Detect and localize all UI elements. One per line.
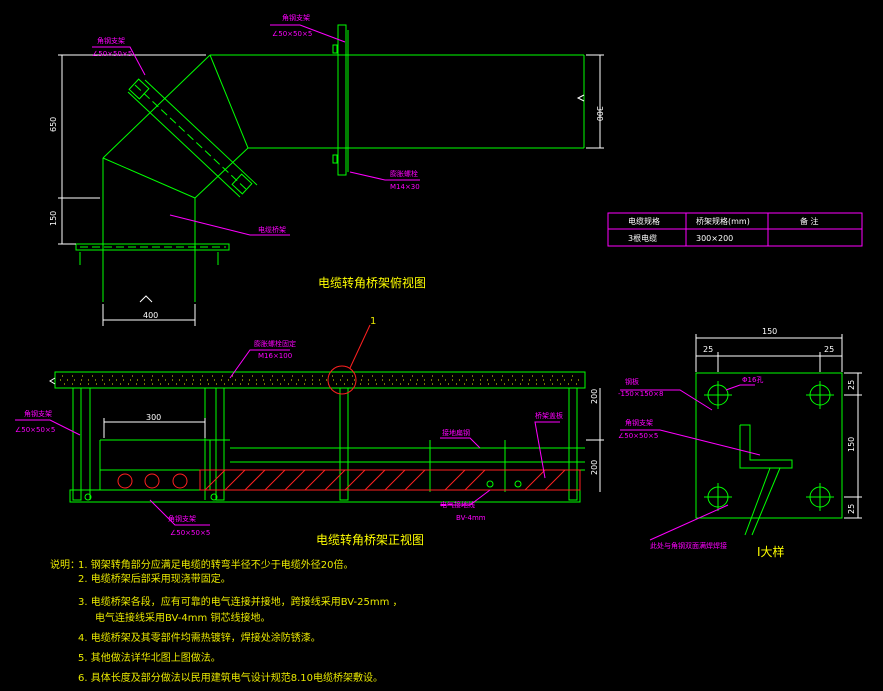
detail-label-angle-spec: ∠50×50×5 <box>618 432 658 440</box>
table-header-note: 备 注 <box>800 216 819 226</box>
front-label-bolt: 膨胀螺栓固定 <box>254 339 296 348</box>
notes-item-1: 1. 钢架转角部分应满足电缆的转弯半径不少于电缆外径20倍。 <box>78 558 353 571</box>
detail-dim-150v: 150 <box>847 437 856 452</box>
table-cell-spec: 300×200 <box>696 234 733 243</box>
plan-label-angle-top-spec: ∠50×50×5 <box>272 30 312 38</box>
front-dim-200b: 200 <box>590 460 599 475</box>
plan-label-bolt-spec: M14×30 <box>390 183 420 191</box>
front-dim-300: 300 <box>146 413 161 422</box>
notes-item-3: 3. 电缆桥架各段，应有可靠的电气连接并接地，跨接线采用BV-25mm ， <box>78 595 403 608</box>
plan-dim-400: 400 <box>143 311 158 320</box>
detail-view: 150 25 25 25 150 25 钢板 -150×150×8 角钢支架 ∠… <box>618 327 862 559</box>
notes-item-5: 5. 其他做法详华北图上图做法。 <box>78 651 221 664</box>
detail-dim-150: 150 <box>762 327 777 336</box>
front-dim-200a: 200 <box>590 389 599 404</box>
notes-heading: 说明： <box>50 558 80 571</box>
front-label-cable-tray: 桥架盖板 <box>535 411 563 420</box>
plan-label-angle-left-spec: ∠50×50×5 <box>92 50 132 58</box>
plan-dim-150: 150 <box>49 211 58 226</box>
notes-item-3b: 电气连接线采用BV-4mm 铜芯线接地。 <box>95 611 270 624</box>
front-label-ground-strip: 接地扁钢 <box>442 428 470 437</box>
front-label-angle-bottom: 角钢支架 <box>168 514 196 523</box>
detail-label-plate: 钢板 <box>625 377 639 386</box>
notes-item-4: 4. 电缆桥架及其零部件均需热镀锌，焊接处涂防锈漆。 <box>78 631 321 644</box>
front-label-angle-left-spec: ∠50×50×5 <box>15 426 55 434</box>
detail-dim-25d: 25 <box>847 504 856 514</box>
front-label-ground-wire: 电气接地线 <box>440 500 475 509</box>
plan-view: 650 150 400 300 角钢支架 ∠50×50×5 角钢支架 ∠50×5… <box>49 13 604 326</box>
detail-title: Ⅰ大样 <box>757 544 785 559</box>
table-header-cable: 电缆规格 <box>628 216 660 226</box>
notes-item-6: 6. 具体长度及部分做法以民用建筑电气设计规范8.10电缆桥架敷设。 <box>78 671 383 684</box>
notes-item-2: 2. 电缆桥架后部采用现浇带固定。 <box>78 572 231 585</box>
detail-label-angle: 角钢支架 <box>625 418 653 427</box>
plan-label-bolt: 膨胀螺栓 <box>390 169 418 178</box>
front-label-angle-bottom-spec: ∠50×50×5 <box>170 529 210 537</box>
front-label-ground-wire-spec: BV-4mm <box>456 514 486 522</box>
front-label-angle-left: 角钢支架 <box>24 409 52 418</box>
plan-label-angle-top: 角钢支架 <box>282 13 310 22</box>
table-cell-cable: 3根电缆 <box>628 233 657 243</box>
front-view-title: 电缆转角桥架正视图 <box>316 532 424 547</box>
plan-view-title: 电缆转角桥架俯视图 <box>318 275 426 290</box>
table-header-spec: 桥架规格(mm) <box>696 216 750 226</box>
detail-dim-25a: 25 <box>703 345 713 354</box>
detail-label-weld: 此处与角钢双面满焊焊接 <box>650 541 727 550</box>
detail-label-plate-spec: -150×150×8 <box>618 390 663 398</box>
front-label-bolt-spec: M16×100 <box>258 352 292 360</box>
plan-dim-300: 300 <box>595 106 604 121</box>
front-view: 1 300 200 200 膨胀螺栓固定 M16×100 角钢支架 ∠50×50… <box>15 316 604 547</box>
detail-label-hole: Φ16孔 <box>742 376 763 384</box>
front-marker: 1 <box>370 316 376 327</box>
plan-label-bridge: 电缆桥架 <box>258 225 286 234</box>
plan-label-angle-left: 角钢支架 <box>97 36 125 45</box>
detail-dim-25c: 25 <box>847 380 856 390</box>
detail-dim-25b: 25 <box>824 345 834 354</box>
notes: 说明： 1. 钢架转角部分应满足电缆的转弯半径不少于电缆外径20倍。 2. 电缆… <box>50 558 403 684</box>
spec-table: 电缆规格 桥架规格(mm) 备 注 3根电缆 300×200 <box>607 212 863 247</box>
plan-dim-650: 650 <box>49 117 58 132</box>
